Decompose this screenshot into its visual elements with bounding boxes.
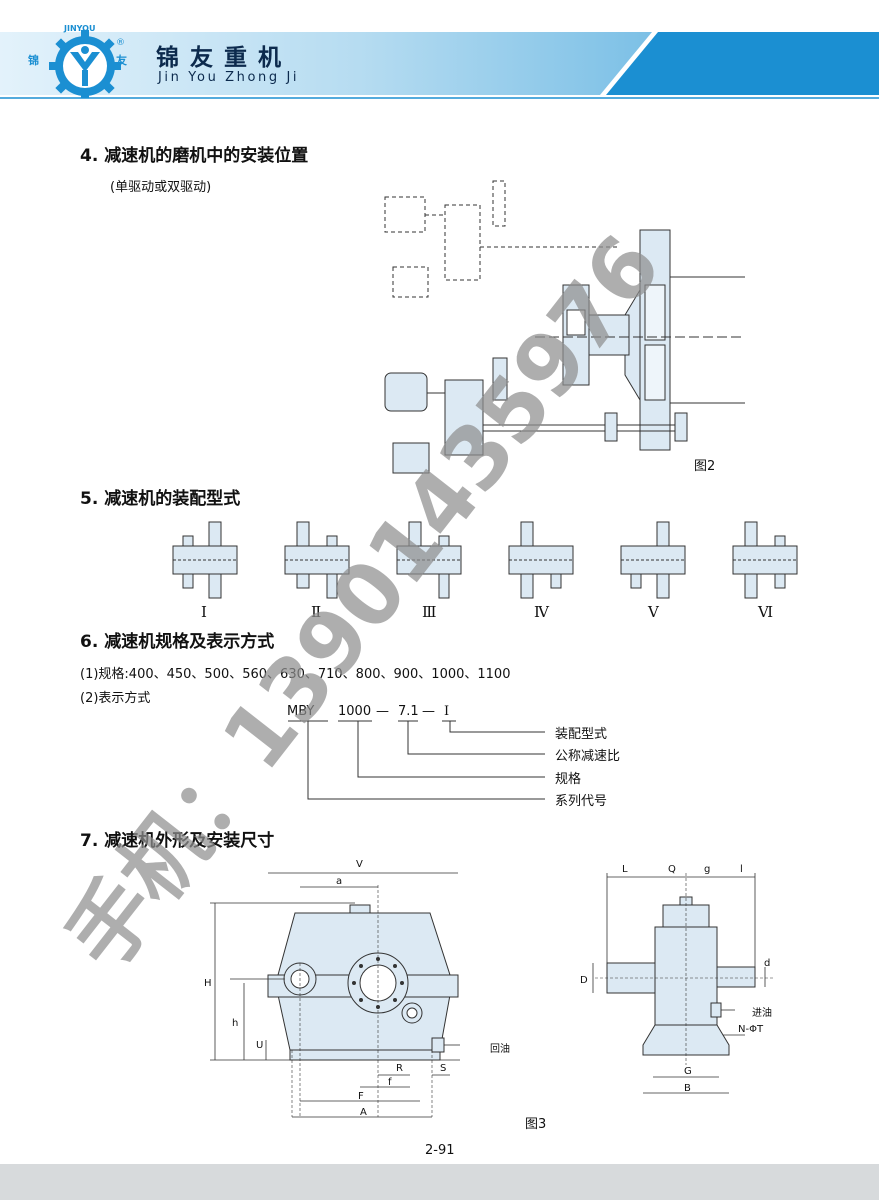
- code-form: Ⅰ: [444, 703, 450, 718]
- notation-line: (2)表示方式: [80, 691, 151, 706]
- dim-label-V: V: [356, 859, 363, 870]
- assembly-form-label-5: Ⅴ: [648, 605, 659, 621]
- dim-label-D: D: [580, 975, 588, 986]
- code-ratio: 7.1: [398, 704, 419, 719]
- reducer-front-view: [210, 872, 460, 1118]
- dim-label-F: F: [358, 1091, 364, 1102]
- legend-ratio: 公称减速比: [555, 749, 621, 764]
- section-7-title: 7. 减速机外形及安装尺寸: [80, 831, 275, 851]
- assembly-form-label-3: Ⅲ: [422, 605, 437, 621]
- reducer-side-view: [592, 873, 775, 1094]
- page-number: 2-91: [425, 1143, 455, 1158]
- dim-label-A: A: [360, 1107, 367, 1118]
- dim-label-L: L: [622, 864, 628, 875]
- page-footer-bar: [0, 1164, 879, 1200]
- code-series: MBY: [287, 704, 315, 719]
- section-5-title: 5. 减速机的装配型式: [80, 489, 241, 509]
- logo-text-right: 友: [116, 54, 127, 67]
- logo-text-left: 锦: [28, 54, 39, 67]
- dim-label-U: U: [256, 1040, 264, 1051]
- figure-3-label: 图3: [525, 1117, 547, 1132]
- dim-label-a: a: [336, 876, 343, 887]
- spec-sizes-line: (1)规格:400、450、500、560、630、710、800、900、10…: [80, 667, 511, 682]
- brand-name-cn: 锦友重机: [156, 45, 292, 71]
- notation-leader-lines: [288, 720, 545, 800]
- dim-label-B: B: [684, 1083, 691, 1094]
- dim-label-d: d: [764, 958, 771, 969]
- page-header: JINYOU 锦 友 ® 锦友重机 Jin You Zhong Ji: [0, 0, 879, 100]
- logo-text-top: JINYOU: [64, 24, 96, 33]
- figure-2-label: 图2: [694, 459, 716, 474]
- section-6-title: 6. 减速机规格及表示方式: [80, 632, 275, 652]
- dim-label-H: H: [204, 978, 212, 989]
- legend-size: 规格: [555, 772, 582, 787]
- dim-label-G: G: [684, 1066, 692, 1077]
- oil-inlet-label: 进油: [752, 1008, 772, 1019]
- jinyou-logo: [49, 30, 121, 98]
- dim-label-l: l: [740, 864, 743, 875]
- dim-label-R: R: [396, 1063, 403, 1074]
- dim-label-h: h: [232, 1018, 239, 1029]
- dim-label-Q: Q: [668, 864, 676, 875]
- dim-label-f: f: [388, 1077, 392, 1088]
- dim-label-g: g: [704, 864, 711, 875]
- code-size: 1000: [338, 704, 372, 719]
- dim-label-S: S: [440, 1063, 447, 1074]
- legend-assembly-form: 装配型式: [555, 727, 608, 742]
- assembly-form-label-6: Ⅵ: [758, 605, 774, 621]
- section-4-subtitle: (单驱动或双驱动): [110, 180, 212, 195]
- assembly-forms-diagram: [172, 521, 798, 599]
- dim-label-nphi: N-ΦT: [738, 1024, 764, 1035]
- header-banner: [0, 32, 879, 99]
- assembly-form-label-4: Ⅳ: [534, 605, 549, 621]
- section-4-title: 4. 减速机的磨机中的安装位置: [80, 146, 309, 166]
- legend-series: 系列代号: [555, 794, 608, 809]
- code-dash-2: —: [422, 704, 435, 719]
- mill-installation-diagram: [384, 180, 745, 474]
- logo-registered-mark: ®: [116, 38, 125, 48]
- assembly-form-label-2: Ⅱ: [311, 605, 322, 621]
- oil-return-label: 回油: [490, 1044, 510, 1055]
- assembly-form-label-1: Ⅰ: [201, 605, 207, 621]
- code-dash-1: —: [376, 704, 389, 719]
- brand-name-en: Jin You Zhong Ji: [158, 70, 300, 85]
